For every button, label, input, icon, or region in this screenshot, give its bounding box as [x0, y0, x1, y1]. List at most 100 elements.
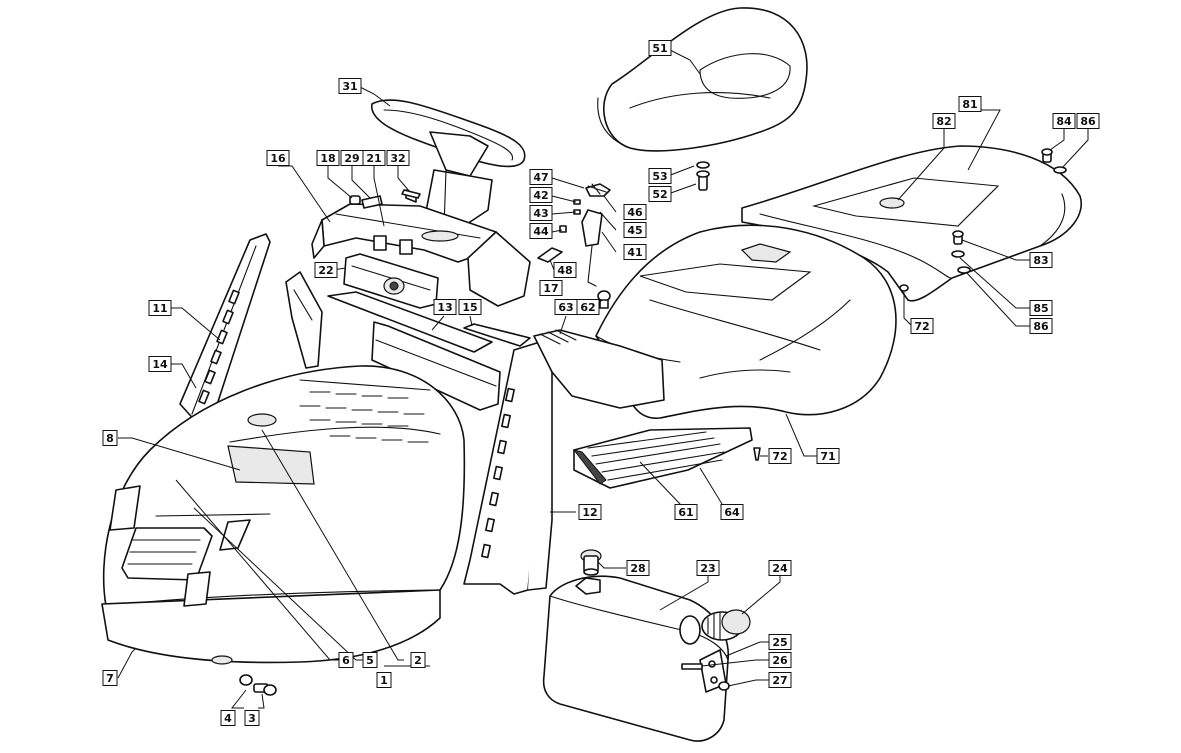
callout-14: 14 [148, 356, 172, 372]
callout-number: 28 [630, 562, 645, 575]
floor-mat-part [572, 427, 753, 489]
callout-22: 22 [314, 262, 338, 278]
callout-box [102, 430, 118, 446]
callout-32: 32 [386, 150, 410, 166]
callout-box [433, 299, 457, 315]
callout-box [148, 300, 172, 316]
callout-71: 71 [816, 448, 840, 464]
callout-number: 61 [678, 506, 693, 519]
callout-number: 24 [772, 562, 788, 575]
callout-number: 84 [1056, 115, 1072, 128]
callout-box [529, 169, 553, 185]
callout-number: 2 [414, 654, 422, 667]
callout-number: 63 [558, 301, 573, 314]
callout-box [648, 186, 672, 202]
pedal-linkage-parts [537, 183, 611, 309]
callout-83: 83 [1029, 252, 1053, 268]
callout-box [362, 652, 378, 668]
callout-41: 41 [623, 244, 647, 260]
callout-21: 21 [362, 150, 386, 166]
console-strip-part [463, 323, 531, 347]
callout-2: 2 [410, 652, 426, 668]
fuel-tank-part [542, 575, 730, 742]
callout-number: 14 [152, 358, 168, 371]
callout-number: 64 [724, 506, 740, 519]
callout-number: 25 [772, 636, 787, 649]
callout-box [674, 504, 698, 520]
callout-number: 12 [582, 506, 597, 519]
callout-number: 86 [1080, 115, 1096, 128]
callout-number: 82 [936, 115, 951, 128]
dashboard-part [311, 203, 531, 307]
callout-number: 6 [342, 654, 350, 667]
callout-81: 81 [958, 96, 982, 112]
callout-42: 42 [529, 187, 553, 203]
callout-number: 86 [1033, 320, 1049, 333]
center-tunnel-part [533, 329, 665, 409]
callout-7: 7 [102, 670, 118, 686]
callout-number: 26 [772, 654, 788, 667]
callout-box [553, 262, 577, 278]
callout-number: 83 [1033, 254, 1048, 267]
callout-12: 12 [578, 504, 602, 520]
callout-5: 5 [362, 652, 378, 668]
callout-box [266, 150, 290, 166]
callout-number: 72 [772, 450, 787, 463]
callout-number: 52 [652, 188, 667, 201]
callout-number: 85 [1033, 302, 1048, 315]
callout-box [648, 168, 672, 184]
callout-box [316, 150, 340, 166]
callout-box [376, 672, 392, 688]
filler-neck-part [679, 609, 751, 645]
callout-box [623, 204, 647, 220]
callout-24: 24 [768, 560, 792, 576]
dash-small-parts [349, 189, 421, 209]
callout-13: 13 [433, 299, 457, 315]
callout-box [529, 187, 553, 203]
callout-51: 51 [648, 40, 672, 56]
callout-23: 23 [696, 560, 720, 576]
callout-box [529, 205, 553, 221]
callout-number: 46 [627, 206, 643, 219]
callout-28: 28 [626, 560, 650, 576]
callout-box [220, 710, 236, 726]
callout-61: 61 [674, 504, 698, 520]
callout-box [410, 652, 426, 668]
callout-45: 45 [623, 222, 647, 238]
callout-box [554, 299, 578, 315]
callout-number: 11 [152, 302, 167, 315]
callout-number: 42 [533, 189, 548, 202]
callout-27: 27 [768, 672, 792, 688]
callout-number: 18 [320, 152, 335, 165]
callout-box [768, 672, 792, 688]
callout-number: 3 [248, 712, 256, 725]
seat-washer-bolt [696, 161, 710, 191]
side-mount-hardware [951, 230, 971, 274]
callout-3: 3 [244, 710, 260, 726]
callout-box [626, 560, 650, 576]
callout-46: 46 [623, 204, 647, 220]
callout-box [362, 150, 386, 166]
callout-number: 43 [533, 207, 548, 220]
callout-62: 62 [576, 299, 600, 315]
callout-number: 41 [627, 246, 642, 259]
left-inner-panel [285, 271, 323, 369]
callout-box [1076, 113, 1100, 129]
right-side-panel [463, 341, 553, 595]
callout-box [148, 356, 172, 372]
callout-15: 15 [458, 299, 482, 315]
callout-box [386, 150, 410, 166]
callout-85: 85 [1029, 300, 1053, 316]
rear-mount-bolt [1041, 148, 1067, 174]
callout-8: 8 [102, 430, 118, 446]
callout-number: 31 [342, 80, 357, 93]
callout-number: 44 [533, 225, 549, 238]
callout-63: 63 [554, 299, 578, 315]
callout-17: 17 [539, 280, 563, 296]
seat-part [597, 7, 808, 152]
callout-43: 43 [529, 205, 553, 221]
callout-box [720, 504, 744, 520]
callout-16: 16 [266, 150, 290, 166]
